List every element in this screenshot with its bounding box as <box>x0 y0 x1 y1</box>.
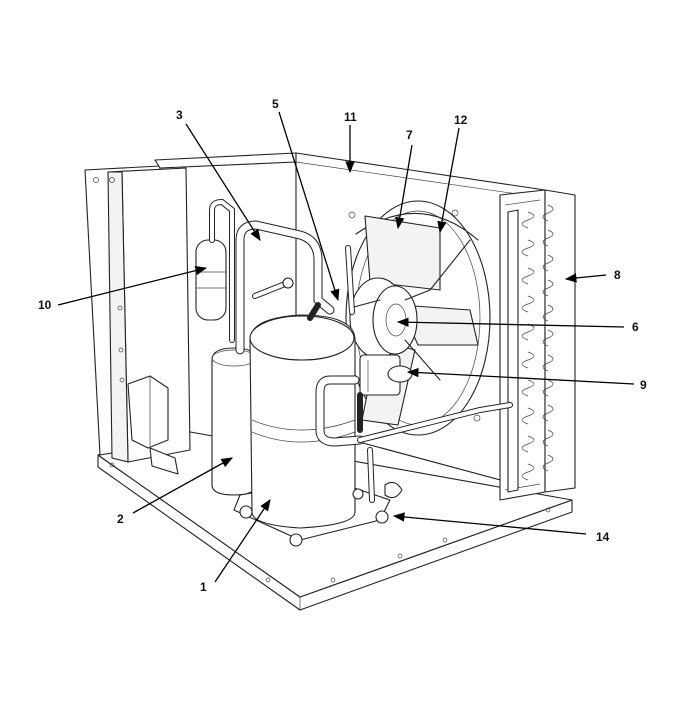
receiver-tank <box>211 347 257 496</box>
callout-6: 6 <box>632 320 639 334</box>
leader-10 <box>57 266 208 306</box>
callout-14: 14 <box>596 530 610 544</box>
callout-10: 10 <box>38 298 52 312</box>
refrigerant-lines <box>315 245 513 503</box>
callout-8: 8 <box>614 268 621 282</box>
leader-5 <box>278 111 340 302</box>
callout-5: 5 <box>272 97 279 111</box>
callout-2: 2 <box>117 512 124 526</box>
callout-9: 9 <box>640 378 647 392</box>
callout-12: 12 <box>454 113 468 127</box>
fan-motor <box>349 239 471 381</box>
coil-hairpins <box>521 204 554 481</box>
leader-2 <box>132 457 234 514</box>
left-side-panel <box>84 165 191 475</box>
top-frame <box>154 152 297 169</box>
leader-14 <box>392 512 587 535</box>
callout-labels: 1 2 3 5 6 7 8 9 10 11 12 14 <box>38 97 647 594</box>
suction-line <box>235 220 335 355</box>
leader-3 <box>185 123 261 241</box>
callout-3: 3 <box>176 108 183 122</box>
callout-7: 7 <box>406 128 413 142</box>
leader-9 <box>406 367 635 385</box>
leader-6 <box>396 317 625 328</box>
filter-drier <box>195 198 235 343</box>
leader-7 <box>395 144 413 230</box>
leader-1 <box>214 499 271 583</box>
leader-8 <box>564 273 607 283</box>
condenser-coil <box>499 189 576 501</box>
compressor <box>233 302 391 547</box>
leader-12 <box>437 127 460 234</box>
pressure-control <box>357 354 413 433</box>
callout-1: 1 <box>200 580 207 594</box>
callout-11: 11 <box>344 110 357 124</box>
leader-lines <box>57 111 635 583</box>
